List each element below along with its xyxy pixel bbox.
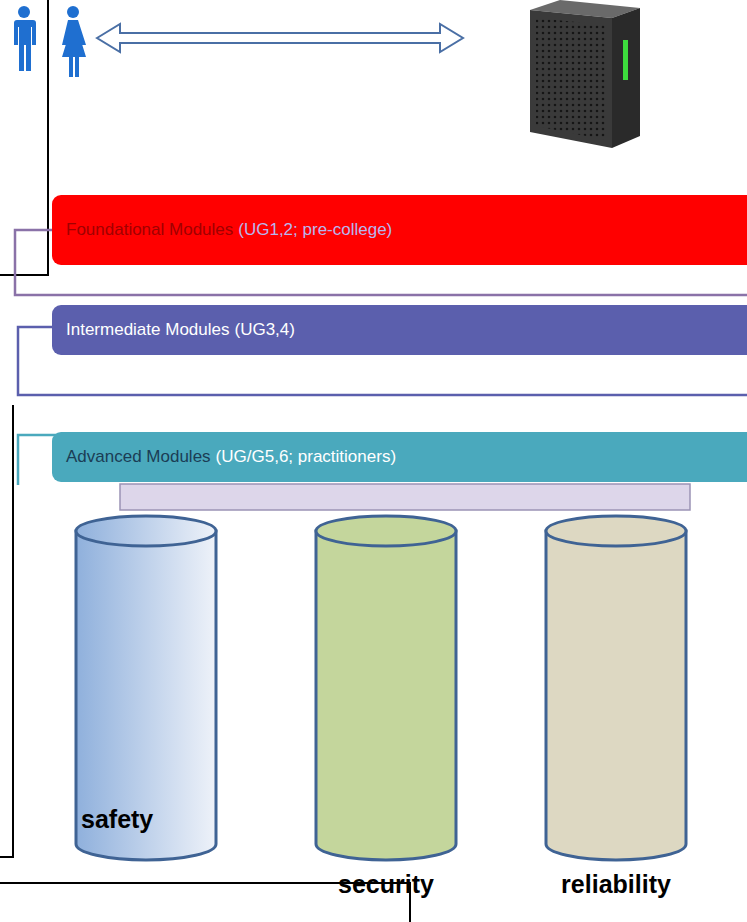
double-arrow	[97, 24, 463, 52]
person-icon	[14, 6, 36, 71]
cylinder-shape	[315, 515, 457, 860]
module-level: (UG3,4)	[234, 320, 294, 340]
module-level: (UG/G5,6; practitioners)	[216, 447, 396, 467]
frame-line	[0, 0, 48, 275]
cylinder-shape	[545, 515, 687, 860]
pillar-cylinder: safety	[75, 515, 217, 860]
module-title: Advanced Modules	[66, 447, 211, 467]
module-band: Advanced Modules(UG/G5,6; practitioners)	[52, 432, 747, 482]
module-title: Foundational Modules	[66, 220, 233, 240]
pillar-label: security	[338, 870, 434, 899]
pillar-cylinder: security	[315, 515, 457, 860]
pillar-label: reliability	[561, 870, 671, 899]
platform-bar	[120, 484, 690, 510]
module-level: (UG1,2; pre-college)	[238, 220, 392, 240]
server-icon	[530, 0, 640, 148]
frame-line	[0, 405, 13, 857]
pillar-cylinder: reliability	[545, 515, 687, 860]
module-title: Intermediate Modules	[66, 320, 229, 340]
module-band: Foundational Modules(UG1,2; pre-college)	[52, 195, 747, 265]
person-icon	[62, 6, 86, 77]
pillar-label: safety	[81, 805, 153, 834]
module-band: Intermediate Modules(UG3,4)	[52, 305, 747, 355]
